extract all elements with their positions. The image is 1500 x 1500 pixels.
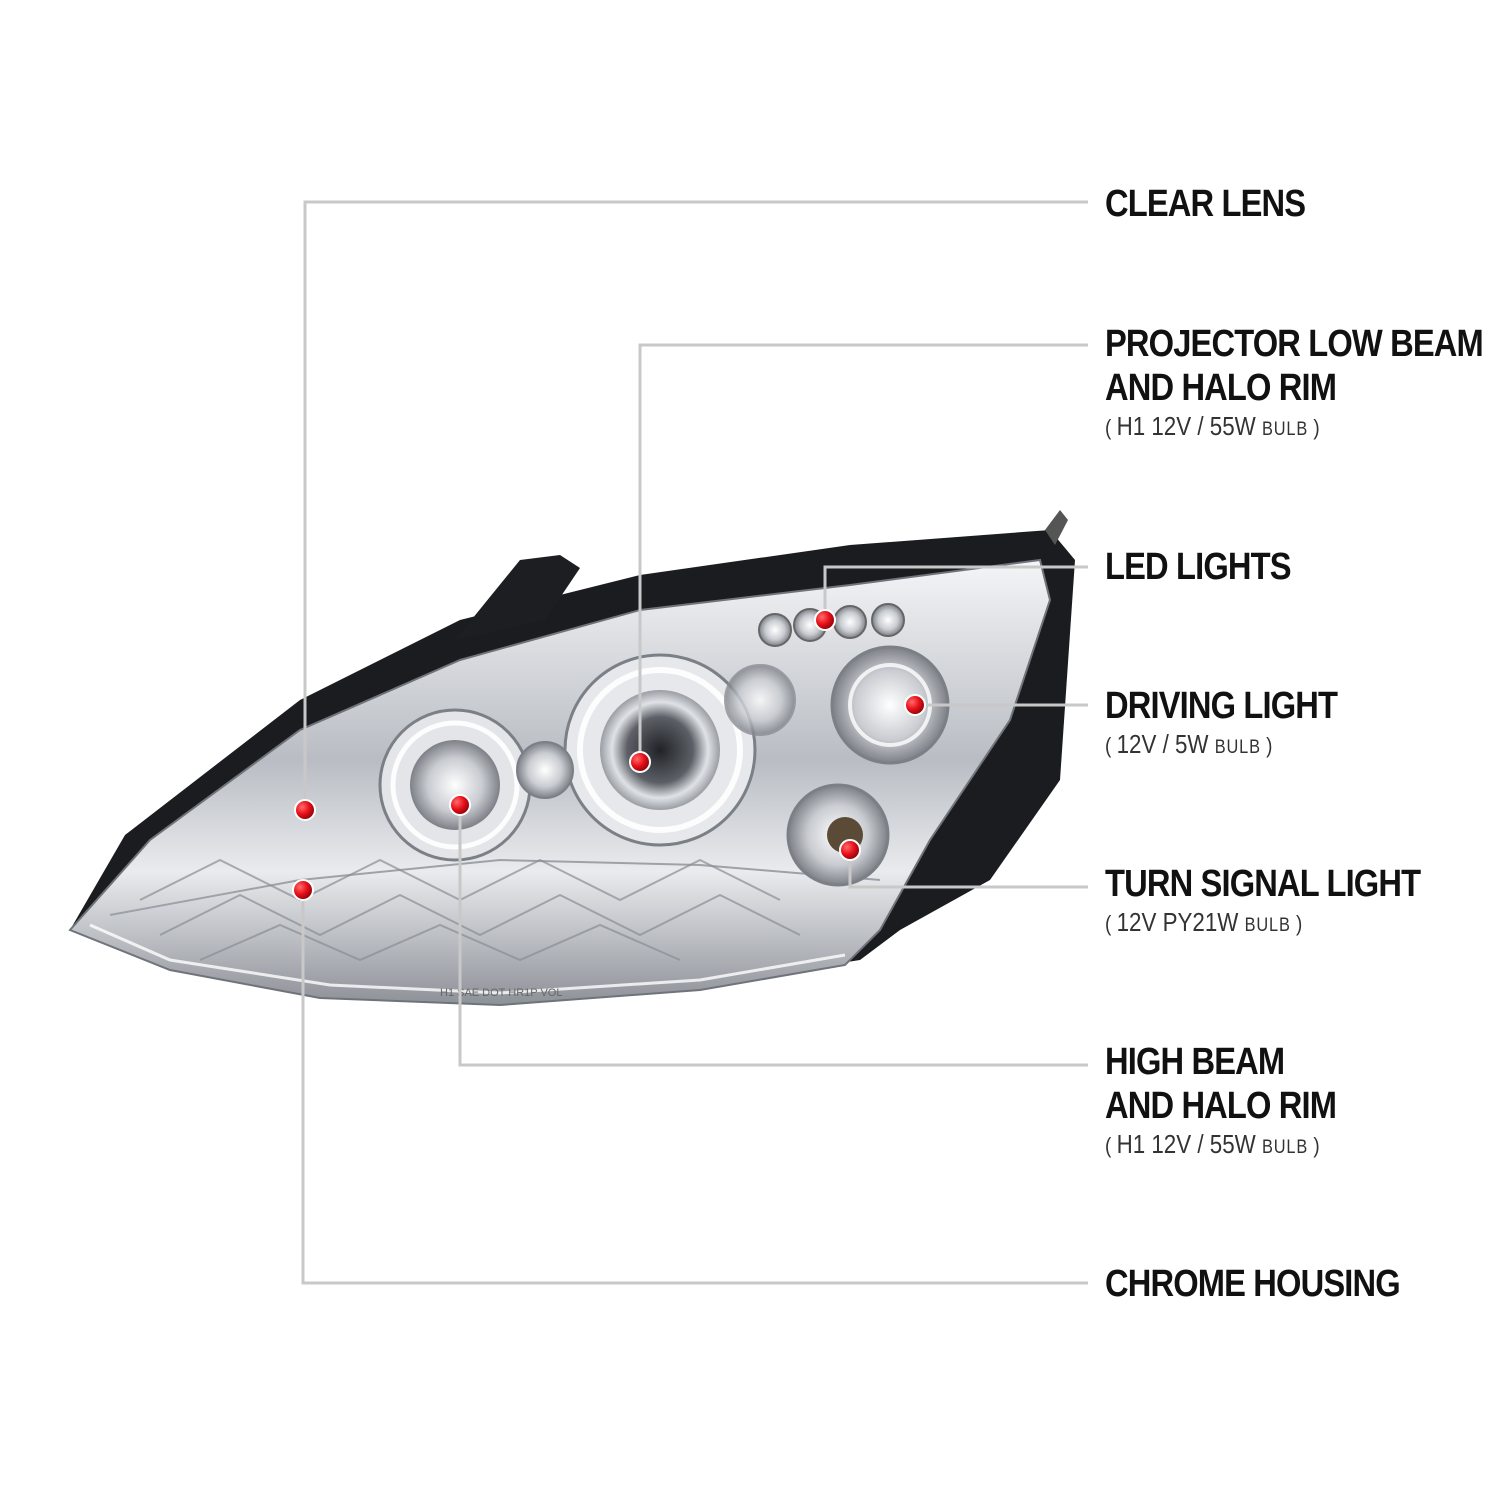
marker-driving-light <box>904 694 926 716</box>
leader-lines <box>301 200 1088 1285</box>
label-spec: ( H1 12V / 55W BULB ) <box>1105 1129 1320 1159</box>
driving-light-lens <box>724 645 950 765</box>
label-title: CLEAR LENS <box>1105 183 1306 225</box>
leader-turn-signal <box>848 850 1088 889</box>
lens-marking: H1 SAE DOT HR1P VOL <box>440 987 562 999</box>
label-spec: ( 12V PY21W BULB ) <box>1105 907 1303 937</box>
label-title: DRIVING LIGHT <box>1105 685 1338 727</box>
leader-projector-low-beam <box>638 343 1088 762</box>
marker-turn-signal <box>839 839 861 861</box>
label-spec: ( H1 12V / 55W BULB ) <box>1105 411 1320 441</box>
leader-clear-lens <box>303 200 1088 810</box>
label-chrome-housing: CHROME HOUSING <box>1105 1262 1448 1306</box>
leader-chrome-housing <box>301 890 1088 1285</box>
label-title: TURN SIGNAL LIGHT <box>1105 863 1421 905</box>
label-title: PROJECTOR LOW BEAM <box>1105 323 1484 365</box>
marker-projector-low-beam <box>629 751 651 773</box>
label-title: AND HALO RIM <box>1105 367 1337 409</box>
label-turn-signal-light: TURN SIGNAL LIGHT ( 12V PY21W BULB ) <box>1105 862 1472 942</box>
label-high-beam: HIGH BEAM AND HALO RIM ( H1 12V / 55W BU… <box>1105 1040 1374 1164</box>
leader-led-lights <box>823 565 1088 620</box>
leader-high-beam <box>458 805 1088 1067</box>
label-projector-low-beam: PROJECTOR LOW BEAM AND HALO RIM ( H1 12V… <box>1105 322 1500 446</box>
label-led-lights: LED LIGHTS <box>1105 545 1321 589</box>
label-clear-lens: CLEAR LENS <box>1105 182 1338 226</box>
led-array <box>758 603 905 647</box>
projector-low-beam-lens <box>563 653 757 847</box>
marker-led-lights <box>814 609 836 631</box>
label-driving-light: DRIVING LIGHT ( 12V / 5W BULB ) <box>1105 684 1375 764</box>
label-title: LED LIGHTS <box>1105 546 1292 588</box>
marker-chrome-housing <box>292 879 314 901</box>
turn-signal-lens <box>786 783 890 887</box>
label-spec: ( 12V / 5W BULB ) <box>1105 729 1273 759</box>
label-title: CHROME HOUSING <box>1105 1263 1401 1305</box>
label-title: AND HALO RIM <box>1105 1085 1337 1127</box>
label-title: HIGH BEAM <box>1105 1041 1285 1083</box>
marker-high-beam <box>449 794 471 816</box>
mounting-tab <box>455 555 580 640</box>
markers <box>292 609 926 901</box>
high-beam-lens <box>378 708 574 862</box>
marker-clear-lens <box>294 799 316 821</box>
